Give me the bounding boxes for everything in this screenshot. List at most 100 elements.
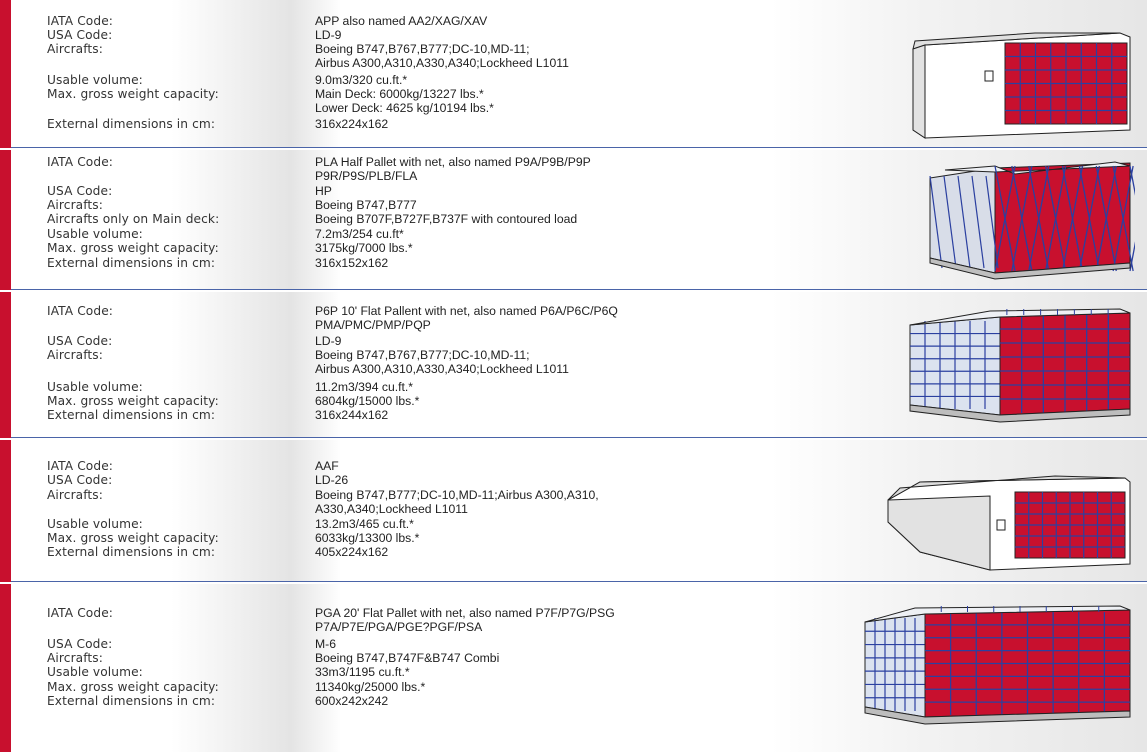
spec-value: 13.2m3/465 cu.ft.*	[315, 517, 414, 531]
spec-label: IATA Code:	[47, 155, 113, 169]
spec-value: 11.2m3/394 cu.ft.*	[315, 380, 414, 394]
spec-label: Aircrafts only on Main deck:	[47, 212, 220, 226]
accent-gap	[0, 582, 11, 584]
spec-label: IATA Code:	[47, 459, 113, 473]
spec-value: 6804kg/15000 lbs.*	[315, 394, 420, 408]
spec-value: Boeing B747,B777	[315, 198, 417, 212]
net-line	[1061, 165, 1084, 272]
row-divider	[11, 581, 1147, 582]
spec-label: Aircrafts:	[47, 488, 103, 502]
accent-segment	[0, 440, 11, 582]
spec-label: External dimensions in cm:	[47, 256, 216, 270]
spec-label: Max. gross weight capacity:	[47, 87, 219, 101]
spec-value: 9.0m3/320 cu.ft.*	[315, 73, 408, 87]
row-divider	[11, 147, 1147, 148]
net-line	[957, 175, 971, 269]
spec-label: Max. gross weight capacity:	[47, 394, 219, 408]
spec-value: PMA/PMC/PMP/PQP	[315, 318, 431, 332]
spec-label: Max. gross weight capacity:	[47, 680, 219, 694]
spec-label: Aircrafts:	[47, 42, 103, 56]
spec-value: P7A/P7E/PGA/PGE?PGF/PSA	[315, 620, 483, 634]
spec-value: M-6	[315, 637, 336, 651]
spec-value: P6P 10' Flat Pallent with net, also name…	[315, 304, 618, 318]
net-line	[1011, 165, 1033, 272]
net-line	[1095, 165, 1117, 272]
spec-value: Boeing B747,B747F&B747 Combi	[315, 651, 500, 665]
spec-value: Lower Deck: 4625 kg/10194 lbs.*	[315, 101, 494, 115]
spec-label: Usable volume:	[47, 73, 143, 87]
row-divider	[11, 437, 1147, 438]
accent-gap	[0, 290, 11, 292]
spec-value: Airbus A300,A310,A330,A340;Lockheed L101…	[315, 56, 569, 70]
spec-value: Boeing B747,B767,B777;DC-10,MD-11;	[315, 42, 530, 56]
container-top	[887, 475, 1126, 501]
left-accent-bar	[0, 0, 11, 752]
accent-gap	[0, 148, 11, 150]
spec-label: IATA Code:	[47, 304, 113, 318]
spec-label: Aircrafts:	[47, 198, 103, 212]
net-line	[1044, 165, 1067, 272]
spec-value: 3175kg/7000 lbs.*	[315, 241, 413, 255]
spec-label: Usable volume:	[47, 227, 143, 241]
spec-label: Usable volume:	[47, 517, 143, 531]
spec-value: Main Deck: 6000kg/13227 lbs.*	[315, 87, 484, 101]
spec-value: 11340kg/25000 lbs.*	[315, 680, 426, 694]
accent-gap	[0, 438, 11, 440]
spec-label: IATA Code:	[47, 14, 113, 28]
uld-entry: IATA Code:PGA 20' Flat Pallet with net, …	[11, 584, 1147, 752]
pallet-drawing	[909, 308, 1131, 423]
half-pallet-icon	[929, 161, 1135, 280]
spec-value: PLA Half Pallet with net, also named P9A…	[315, 155, 591, 169]
uld-entry: IATA Code: PLA Half Pallet with net, also…	[11, 150, 1147, 290]
spec-label: Usable volume:	[47, 380, 143, 394]
spec-value: P9R/P9S/PLB/FLA	[315, 169, 418, 183]
spec-label: External dimensions in cm:	[47, 545, 216, 559]
pallet-drawing	[929, 161, 1135, 280]
spec-label: External dimensions in cm:	[47, 694, 216, 708]
net-line	[1028, 165, 1050, 272]
spec-value: 7.2m3/254 cu.ft*	[315, 227, 404, 241]
spec-value: PGA 20' Flat Pallet with net, also named…	[315, 606, 615, 620]
container-side	[887, 495, 991, 571]
spec-value: APP also named AA2/XAG/XAV	[315, 14, 488, 28]
spec-label: USA Code:	[47, 473, 113, 487]
accent-segment	[0, 584, 11, 752]
net-line	[971, 175, 985, 269]
spec-value: 405x224x162	[315, 545, 389, 559]
spec-label: Aircrafts:	[47, 348, 103, 362]
spec-label: Max. gross weight capacity:	[47, 241, 219, 255]
container-drawing	[912, 32, 1131, 139]
door-latch-icon	[984, 70, 994, 82]
spec-label: Max. gross weight capacity:	[47, 531, 219, 545]
net-line	[943, 175, 957, 269]
spec-label: USA Code:	[47, 184, 113, 198]
spec-label: Aircrafts:	[47, 651, 103, 665]
pallet-base	[909, 404, 1131, 423]
spec-value: 6033kg/13300 lbs.*	[315, 531, 420, 545]
spec-value: LD-9	[315, 334, 342, 348]
spec-value: Boeing B707F,B727F,B737F with contoured …	[315, 212, 578, 226]
net-line	[1129, 241, 1135, 272]
spec-label: USA Code:	[47, 637, 113, 651]
flat-pallet-20ft-icon	[864, 605, 1131, 725]
spec-value: 316x244x162	[315, 408, 389, 422]
net-line	[1078, 165, 1101, 272]
flat-pallet-10ft-icon	[909, 308, 1131, 423]
pallet-base	[929, 257, 1131, 280]
pallet-drawing	[864, 605, 1131, 725]
cargo-top	[909, 308, 1131, 326]
cargo-left-face	[929, 167, 996, 274]
spec-value: LD-9	[315, 28, 342, 42]
net-line	[994, 165, 1016, 272]
uld-entry: IATA Code: P6P 10' Flat Pallent with net,…	[11, 292, 1147, 438]
container-left-side	[912, 44, 926, 139]
spec-value: Airbus A300,A310,A330,A340;Lockheed L101…	[315, 362, 569, 376]
spec-value: HP	[315, 184, 332, 198]
spec-value: 33m3/1195 cu.ft.*	[315, 665, 410, 679]
spec-label: External dimensions in cm:	[47, 117, 216, 131]
long-container-icon	[887, 475, 1131, 571]
cargo-top	[864, 605, 1131, 623]
spec-value: 316x224x162	[315, 117, 389, 131]
